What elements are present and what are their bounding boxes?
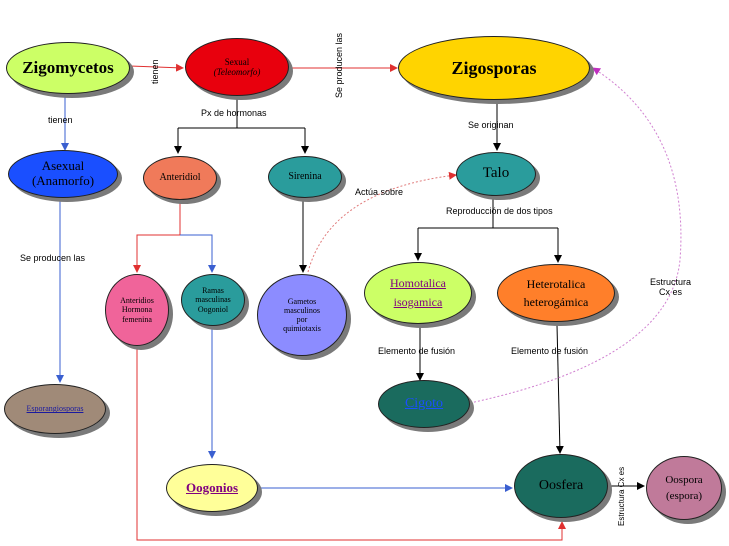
edge-zigomycetos-sexual bbox=[129, 63, 184, 72]
node-asexual: Asexual (Anamorfo) bbox=[8, 150, 118, 198]
node-esporangiosporas-label[interactable]: Esporangiosporas bbox=[26, 404, 84, 414]
label-px-hormonas: Px de hormonas bbox=[201, 108, 267, 118]
node-oosfera: Oosfera bbox=[514, 454, 608, 518]
edge-anteridiol-anteridios bbox=[133, 200, 181, 273]
node-sirenina: Sirenina bbox=[268, 156, 342, 198]
node-zigomycetos-label: Zigomycetos bbox=[22, 58, 114, 78]
label-tienen-top: tienen bbox=[150, 59, 160, 84]
node-gametos: Gametos masculinos por quimiotaxis bbox=[257, 274, 347, 356]
node-talo: Talo bbox=[456, 152, 536, 196]
node-zigosporas-label: Zigosporas bbox=[451, 57, 537, 78]
node-gametos-label: Gametos masculinos por quimiotaxis bbox=[283, 296, 321, 334]
node-anteridios: Anteridios Hormona femenina bbox=[105, 274, 169, 346]
node-oospora-label: Oospora (espora) bbox=[665, 473, 703, 503]
label-elemento-fusion-2: Elemento de fusión bbox=[511, 346, 589, 356]
node-zigosporas: Zigosporas bbox=[398, 36, 590, 100]
label-estructura-cx-es: Estructura Cx es bbox=[617, 466, 626, 526]
node-zigomycetos: Zigomycetos bbox=[6, 42, 130, 94]
node-oosfera-label: Oosfera bbox=[538, 477, 584, 493]
node-asexual-sub: (Anamorfo) bbox=[31, 173, 95, 188]
edge-gametos-talo bbox=[307, 171, 457, 273]
node-heterotalica-label: Heterotalica heterogámica bbox=[523, 277, 589, 309]
node-asexual-label: Asexual bbox=[41, 158, 85, 174]
node-oogonios[interactable]: Oogonios bbox=[166, 464, 258, 512]
node-homotalica-label[interactable]: Homotalica isogamica bbox=[390, 275, 446, 309]
node-ramas-label: Ramas masculinas Oogoniol bbox=[195, 286, 231, 314]
node-cigoto[interactable]: Cigoto bbox=[378, 380, 470, 428]
label-estructura-cx: Estructura Cx es bbox=[650, 277, 692, 297]
label-reproduccion: Reproducción de dos tipos bbox=[446, 206, 553, 216]
label-tienen-left: tienen bbox=[48, 115, 73, 125]
node-sexual: Sexual (Teleomorfo) bbox=[185, 38, 289, 96]
node-anteridiol: Anteridiol bbox=[143, 156, 217, 200]
node-anteridiol-label: Anteridiol bbox=[159, 172, 201, 184]
node-talo-label: Talo bbox=[482, 165, 510, 182]
node-heterotalica: Heterotalica heterogámica bbox=[497, 264, 615, 322]
node-sexual-sub: (Teleomorfo) bbox=[213, 67, 261, 77]
edge-anteridios-oosfera bbox=[136, 330, 566, 541]
label-actua-sobre: Actúa sobre bbox=[355, 187, 404, 197]
label-elemento-fusion-1: Elemento de fusión bbox=[378, 346, 456, 356]
node-homotalica[interactable]: Homotalica isogamica bbox=[364, 262, 472, 324]
edge-heterotalica-oosfera bbox=[555, 324, 564, 454]
node-ramas: Ramas masculinas Oogoniol bbox=[181, 274, 245, 326]
node-esporangiosporas[interactable]: Esporangiosporas bbox=[4, 384, 106, 434]
node-sirenina-label: Sirenina bbox=[288, 171, 322, 183]
edge-split-anteridiol bbox=[177, 127, 306, 150]
label-se-originan: Se originan bbox=[468, 120, 514, 130]
node-anteridios-label: Anteridios Hormona femenina bbox=[120, 296, 154, 324]
label-se-producen-left: Se producen las bbox=[20, 253, 86, 263]
node-oogonios-label[interactable]: Oogonios bbox=[185, 479, 238, 495]
node-sexual-label: Sexual bbox=[224, 56, 250, 67]
node-oospora: Oospora (espora) bbox=[646, 456, 722, 520]
edge-cigoto-zigosporas bbox=[469, 67, 682, 404]
node-cigoto-label[interactable]: Cigoto bbox=[404, 395, 444, 411]
label-se-producen-top: Se producen las bbox=[334, 32, 344, 98]
edge-anteridiol-ramas bbox=[180, 234, 216, 273]
